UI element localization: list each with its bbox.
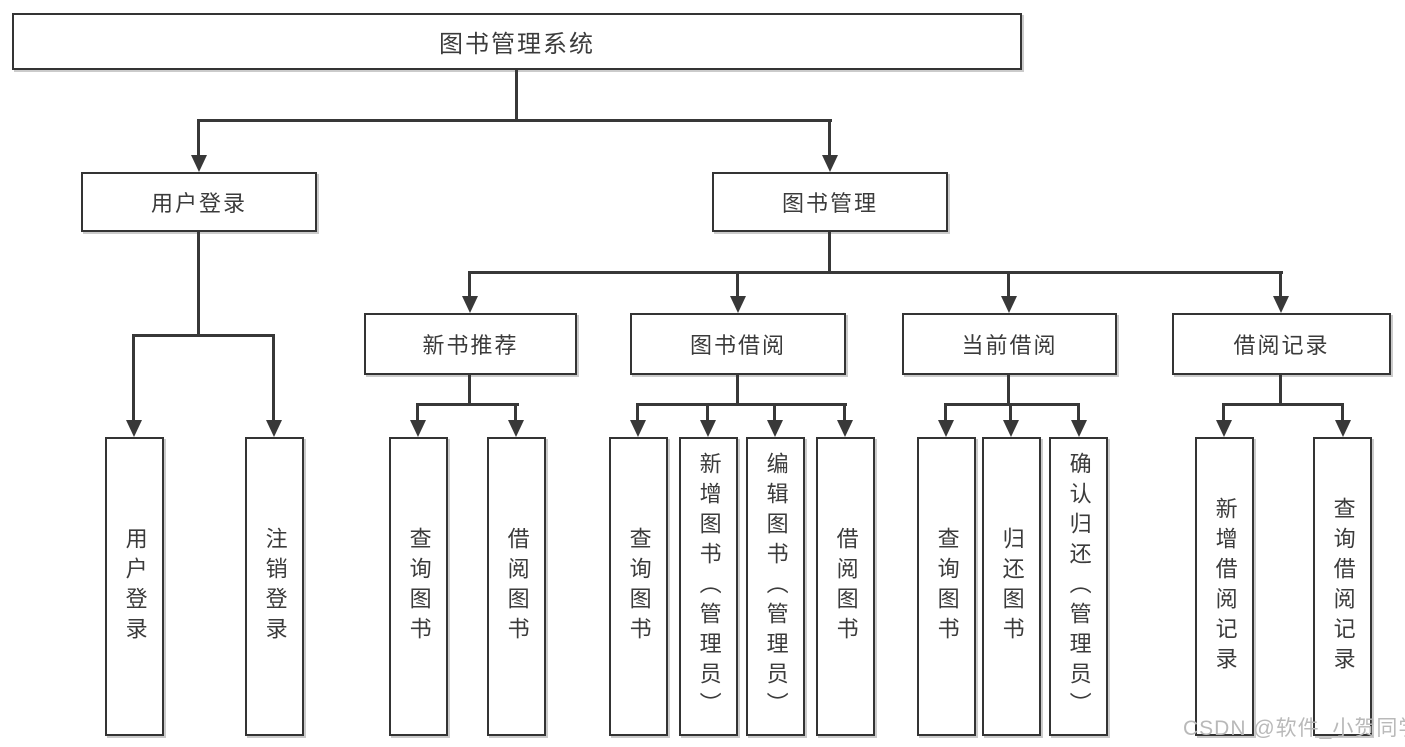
leaf-return-books: 归还图书 [982,437,1041,736]
connector-hline [636,403,847,406]
leaf-query-books-3: 查询图书 [917,437,976,736]
connector-vline [1009,403,1012,422]
connector-vline [1222,403,1225,422]
node-book-management: 图书管理 [712,172,948,232]
arrow-down-icon [837,420,853,437]
leaf-borrow-books-2: 借阅图书 [816,437,875,736]
leaf-add-borrow-record: 新增借阅记录 [1195,437,1254,736]
connector-hline [197,119,832,122]
connector-vline [843,403,846,422]
connector-vline [468,375,471,406]
connector-vline [1007,375,1010,406]
leaf-borrow-books-1: 借阅图书 [487,437,546,736]
connector-vline [132,334,135,422]
node-book-management-label: 图书管理 [781,191,878,216]
leaf-logout-label: 注销登录 [262,526,288,647]
arrow-down-icon [730,296,746,313]
arrow-down-icon [410,420,426,437]
node-root-system: 图书管理系统 [12,13,1022,70]
arrow-down-icon [1071,420,1087,437]
connector-vline [736,271,739,299]
connector-vline [515,70,518,120]
arrow-down-icon [630,420,646,437]
leaf-query-borrow-record: 查询借阅记录 [1313,437,1372,736]
connector-vline [1279,375,1282,406]
node-borrow-records: 借阅记录 [1172,313,1391,375]
arrow-down-icon [1273,296,1289,313]
connector-vline [468,271,471,299]
node-root-label: 图书管理系统 [439,31,595,58]
arrow-down-icon [126,420,142,437]
leaf-query-books-1-label: 查询图书 [406,526,432,647]
watermark: CSDN @软件_小贺同学 [1183,717,1405,740]
leaf-query-books-2-label: 查询图书 [626,526,652,647]
arrow-down-icon [266,420,282,437]
arrow-down-icon [1003,420,1019,437]
connector-hline [132,334,275,337]
connector-vline [416,403,419,422]
arrow-down-icon [938,420,954,437]
node-new-book-recommend-label: 新书推荐 [422,333,519,358]
connector-hline [1222,403,1344,406]
leaf-query-books-1: 查询图书 [389,437,448,736]
leaf-query-books-3-label: 查询图书 [934,526,960,647]
leaf-edit-books-admin: 编辑图书（管理员） [746,437,805,736]
leaf-borrow-books-2-label: 借阅图书 [833,526,859,647]
arrow-down-icon [191,155,207,172]
leaf-add-borrow-record-label: 新增借阅记录 [1212,496,1238,677]
connector-vline [1007,271,1010,299]
arrow-down-icon [767,420,783,437]
arrow-down-icon [1335,420,1351,437]
leaf-return-books-label: 归还图书 [999,526,1025,647]
connector-vline [272,334,275,422]
connector-vline [1341,403,1344,422]
leaf-confirm-return-admin: 确认归还（管理员） [1049,437,1108,736]
connector-vline [773,403,776,422]
leaf-confirm-return-admin-label: 确认归还（管理员） [1066,451,1092,722]
node-user-login: 用户登录 [81,172,317,232]
arrow-down-icon [462,296,478,313]
arrow-down-icon [1001,296,1017,313]
connector-hline [944,403,1080,406]
node-current-borrowing-label: 当前借阅 [961,333,1058,358]
leaf-logout: 注销登录 [245,437,304,736]
connector-vline [197,232,200,337]
leaf-query-borrow-record-label: 查询借阅记录 [1330,496,1356,677]
arrow-down-icon [822,155,838,172]
leaf-add-books-admin-label: 新增图书（管理员） [696,451,722,722]
arrow-down-icon [1216,420,1232,437]
leaf-edit-books-admin-label: 编辑图书（管理员） [763,451,789,722]
leaf-user-login: 用户登录 [105,437,164,736]
connector-vline [706,403,709,422]
leaf-user-login-label: 用户登录 [122,526,148,647]
leaf-query-books-2: 查询图书 [609,437,668,736]
leaf-add-books-admin: 新增图书（管理员） [679,437,738,736]
connector-vline [736,375,739,406]
node-book-borrowing: 图书借阅 [630,313,846,375]
arrow-down-icon [700,420,716,437]
connector-vline [514,403,517,422]
connector-hline [468,271,1283,274]
connector-vline [1279,271,1282,299]
connector-hline [416,403,519,406]
node-book-borrowing-label: 图书借阅 [689,333,786,358]
leaf-borrow-books-1-label: 借阅图书 [504,526,530,647]
node-new-book-recommend: 新书推荐 [364,313,577,375]
node-borrow-records-label: 借阅记录 [1233,333,1330,358]
connector-vline [197,119,200,157]
arrow-down-icon [508,420,524,437]
connector-vline [1077,403,1080,422]
node-current-borrowing: 当前借阅 [902,313,1117,375]
connector-vline [636,403,639,422]
connector-vline [944,403,947,422]
connector-vline [828,119,831,157]
connector-vline [828,232,831,274]
node-user-login-label: 用户登录 [150,191,247,216]
